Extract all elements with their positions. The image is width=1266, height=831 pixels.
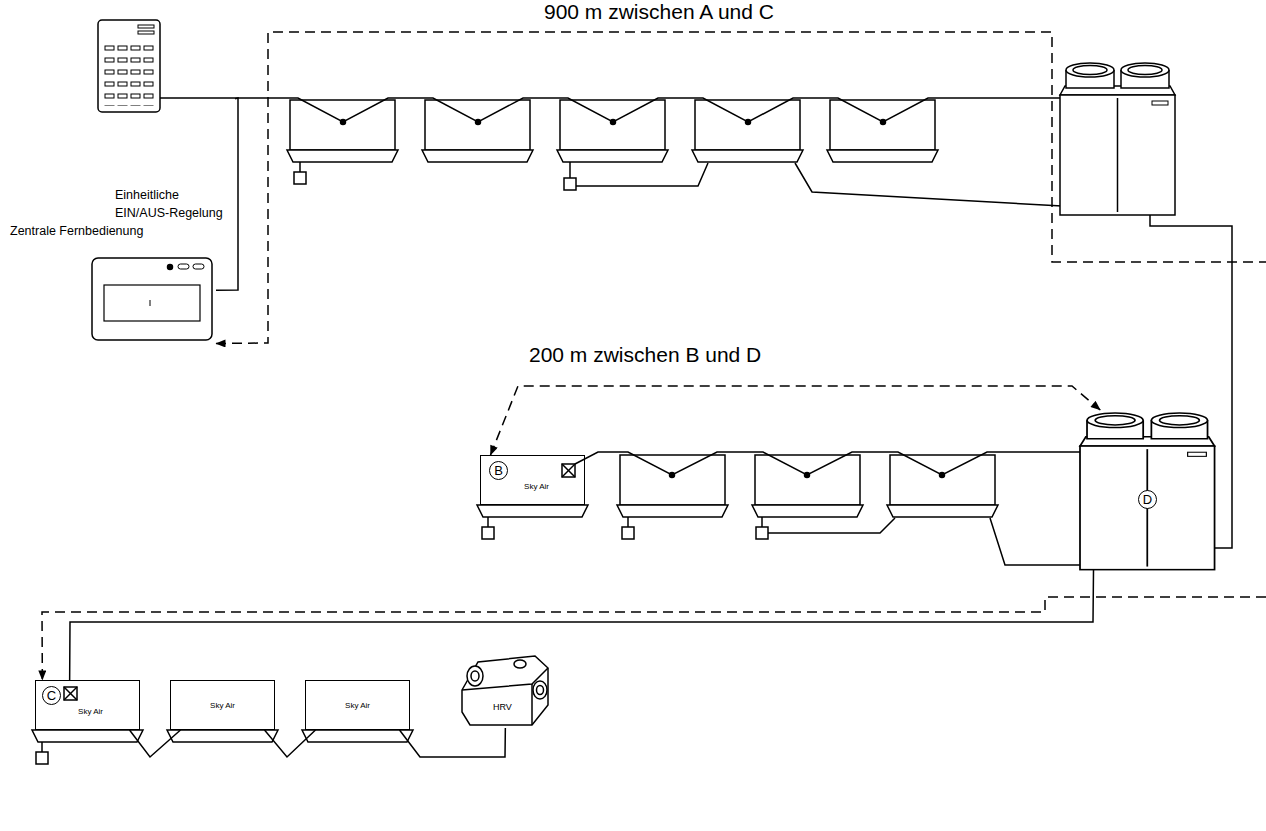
upper-indoor-units [422,100,533,162]
wire [400,728,506,757]
distance-line [491,386,1101,455]
middle-indoor-units [477,505,588,517]
middle-indoor-units [562,464,575,477]
outdoor-unit-d [1080,413,1215,570]
central-remote-device [150,300,151,306]
lower-indoor-units [167,730,278,742]
indoor-unit: C Sky Air [35,680,140,730]
control-wire [482,527,494,539]
distance-label: 900 m zwischen A und C [540,0,778,24]
remote-switch [294,162,1062,206]
outdoor-unit-a [1060,63,1175,215]
lower-indoor-units [36,752,48,764]
control-wire [756,527,768,539]
keypad-controller [98,20,160,112]
unit-letter: D [1138,490,1157,509]
keypad-controller [104,44,156,106]
control-wire [622,527,634,539]
control-wire [341,120,346,125]
control-wire [476,120,481,125]
remote-switch [294,172,306,184]
upper-indoor-units [287,100,938,162]
unit-letter: C [42,686,61,705]
remote-switch [576,163,708,186]
upper-indoor-units [557,100,668,162]
remote-switch [299,162,301,172]
remote-label-box: Zentrale Fernbedienung [8,222,216,346]
keypad-controller [98,20,160,112]
hrv-illustration [514,660,526,668]
wire [216,98,238,290]
node-label: Zentrale Fernbedienung [10,222,216,240]
lower-indoor-units [32,687,413,764]
distance-line [42,32,1266,680]
wire [70,570,1094,680]
control-wire [575,452,1080,475]
model-name: Sky Air [42,707,139,717]
keypad-controller [138,25,154,28]
control-wire [990,518,1080,565]
control-wire [482,452,1080,565]
outdoor-unit-d [1080,413,1215,570]
lower-indoor-units [41,742,43,752]
model-name: Sky Air [306,701,409,711]
middle-indoor-units [752,455,863,517]
lower-indoor-units [302,730,413,742]
control-wire [627,517,629,527]
control-wire [611,120,616,125]
remote-switch [795,163,1062,206]
hrv-illustration [462,656,548,725]
node-label: HRV [493,702,550,713]
central-remote-device [92,258,212,340]
upper-indoor-units [287,100,398,162]
node-label: Einheitliche EIN/AUS-Regelung [115,186,235,222]
wire [130,730,181,757]
hrv-illustration [471,671,479,681]
middle-indoor-units [477,455,998,517]
indoor-unit: B Sky Air [480,455,585,505]
middle-indoor-units [887,455,998,517]
control-wire [160,98,1060,125]
central-remote-device [168,265,173,270]
indoor-unit: Sky Air [170,680,275,730]
control-wire [805,473,810,478]
central-remote-device [193,264,204,269]
central-remote-device [178,264,189,269]
control-wire [160,98,1060,122]
indoor-unit: Sky Air [305,680,410,730]
hrv-illustration [467,666,483,686]
hrv-illustration [537,686,544,695]
upper-indoor-units [827,100,938,162]
central-remote-device [92,258,212,340]
control-wire [940,473,945,478]
middle-indoor-units [617,455,728,517]
controller-label-box: Einheitliche EIN/AUS-Regelung [95,16,235,228]
control-wire [487,517,489,527]
hrv-illustration [533,681,547,699]
distance-label: 200 m zwischen B und D [525,343,765,367]
control-wire [761,517,763,527]
control-wire [881,120,886,125]
lower-indoor-units [64,687,77,700]
outdoor-unit: D [1080,410,1215,570]
keypad-controller [138,31,154,34]
model-name: Sky Air [171,701,274,711]
unit-letter: B [489,461,508,480]
upper-indoor-units [692,100,803,162]
control-wire [768,518,895,533]
model-name: Sky Air [489,482,584,492]
remote-switch [564,178,576,190]
lower-indoor-units [32,730,143,742]
outdoor-unit-a [1060,63,1175,215]
control-wire [746,120,751,125]
hrv-illustration [462,656,548,725]
hrv-unit: HRV [455,652,550,728]
wire [265,730,316,757]
central-remote-device [104,285,200,321]
control-wire [670,473,675,478]
remote-switch [569,162,571,178]
